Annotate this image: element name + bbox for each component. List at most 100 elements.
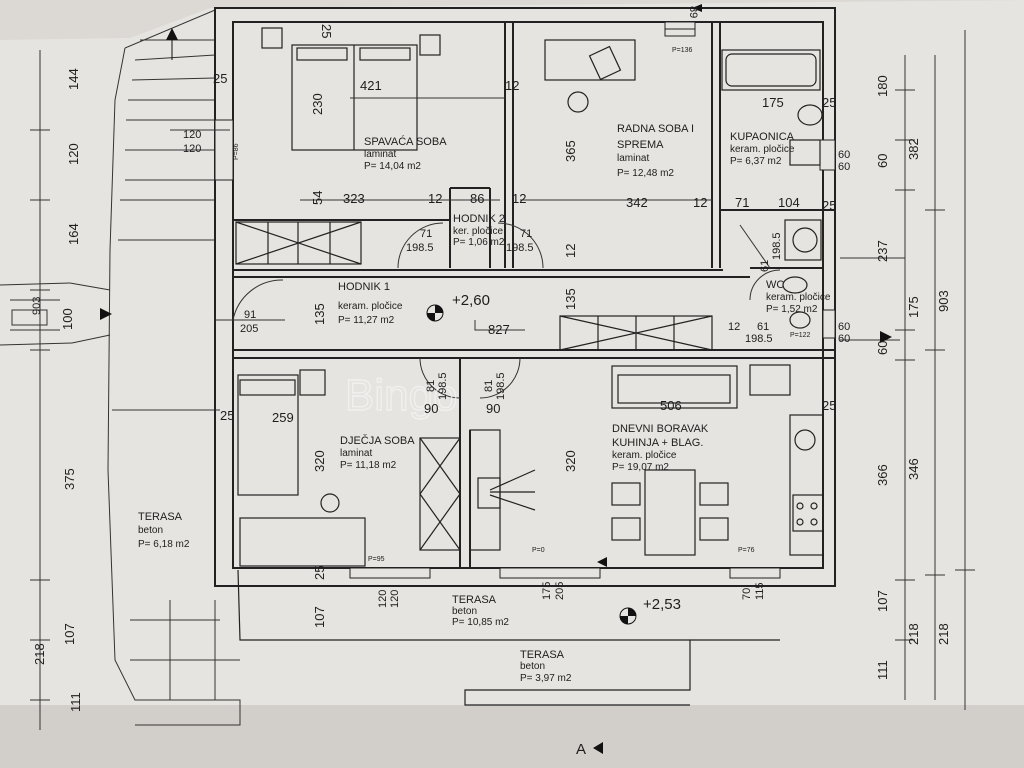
- dim-text: 120: [183, 143, 201, 155]
- dim-text: 90: [486, 401, 500, 416]
- dim-text: 86: [470, 191, 484, 206]
- dim-text: 218: [906, 623, 921, 645]
- dimension-lines: [30, 30, 975, 730]
- dim-text: 903: [31, 297, 43, 315]
- dim-text: 91: [244, 309, 256, 321]
- dim-text: 144: [66, 68, 81, 90]
- dim-text: 60: [838, 161, 850, 173]
- watermark-text: Bingo: [345, 371, 458, 420]
- dim-text: 346: [906, 458, 921, 480]
- dim-text: 60: [838, 321, 850, 333]
- dim-text: 164: [66, 223, 81, 245]
- room-name2-radna: SPREMA: [617, 139, 664, 151]
- dim-text: 323: [343, 191, 365, 206]
- room-name-hodnik1: HODNIK 1: [338, 281, 390, 293]
- level-lower: +2,53: [643, 596, 681, 613]
- section-arrow-top-icon: [692, 4, 702, 12]
- section-arrow-mid-icon: [597, 557, 607, 567]
- dim-text: 180: [875, 75, 890, 97]
- room-floor-terasa-left: beton: [138, 525, 163, 536]
- dim-text: 198.5: [437, 372, 449, 400]
- room-name-djecja: DJEČJA SOBA: [340, 434, 415, 447]
- dim-text: P=122: [790, 332, 811, 339]
- dim-text: 198.5: [745, 333, 773, 345]
- dim-text: 120: [377, 590, 389, 608]
- dim-text: 218: [32, 643, 47, 665]
- dim-text: 205: [240, 323, 258, 335]
- room-name2-dnevni: KUHINJA + BLAG.: [612, 437, 703, 449]
- room-area-wc: P= 1,52 m2: [766, 304, 818, 315]
- dim-text: 175: [762, 95, 784, 110]
- dim-text: 60: [875, 154, 890, 168]
- dim-text: 382: [906, 138, 921, 160]
- dim-text: 104: [778, 195, 800, 210]
- dim-text: 107: [62, 623, 77, 645]
- room-name-terasa-mid: TERASA: [452, 594, 497, 606]
- level-marker-lower-icon: [619, 607, 637, 625]
- dim-text: P=136: [672, 47, 693, 54]
- dim-text: 111: [875, 660, 890, 680]
- dim-text: 320: [563, 450, 578, 472]
- dim-text: 70: [741, 588, 753, 600]
- dim-text: 135: [312, 303, 327, 325]
- dim-text: 111: [68, 692, 83, 712]
- dim-text: 60: [838, 149, 850, 161]
- dim-text: 506: [660, 398, 682, 413]
- dim-text: 198.5: [771, 232, 783, 260]
- dim-text: P=86: [233, 143, 240, 160]
- room-floor-djecja: laminat: [340, 448, 372, 459]
- dim-text: 81: [483, 380, 495, 392]
- stair-arrow-icon: [166, 28, 178, 40]
- left-dimension-chain: 144 120 164 100 375 107 218 111 903: [31, 68, 83, 712]
- dim-text: 375: [62, 468, 77, 490]
- room-area-terasa-left: P= 6,18 m2: [138, 539, 190, 550]
- dim-text: 230: [310, 93, 325, 115]
- room-floor-kupaonica: keram. pločice: [730, 144, 795, 155]
- room-floor-wc: keram. pločice: [766, 292, 831, 303]
- room-area-terasa-mid: P= 10,85 m2: [452, 617, 509, 628]
- section-arrow-icon: [593, 742, 603, 754]
- dim-text: 342: [626, 195, 648, 210]
- room-floor-hodnik1: keram. pločice: [338, 301, 403, 312]
- room-area-hodnik1: P= 11,27 m2: [338, 315, 395, 326]
- dim-text: 237: [875, 240, 890, 262]
- windows: [214, 21, 836, 579]
- dim-text: 903: [936, 290, 951, 312]
- dim-text: 198.5: [506, 242, 534, 254]
- dim-text: 71: [735, 195, 749, 210]
- dim-text: 365: [563, 140, 578, 162]
- dim-text: 120: [66, 143, 81, 165]
- furniture: [235, 27, 824, 706]
- room-name-wc: WC: [766, 279, 784, 291]
- dim-text: 71: [520, 228, 532, 240]
- right-dimension-chains: 180 60 237 60 366 107 111 382 175 346 21…: [875, 75, 951, 680]
- dim-text: 25: [319, 24, 334, 38]
- level-upper: +2,60: [452, 292, 490, 309]
- dim-text: 107: [312, 606, 327, 628]
- dim-text: 90: [424, 401, 438, 416]
- dim-text: 175: [906, 296, 921, 318]
- dim-text: 827: [488, 322, 510, 337]
- doors: [232, 222, 781, 399]
- dim-text: 107: [875, 590, 890, 612]
- room-area-terasa-bottom: P= 3,97 m2: [520, 673, 572, 684]
- dim-text: 25: [822, 198, 836, 213]
- room-floor-hodnik2: ker. pločice: [453, 226, 503, 237]
- room-floor-terasa-mid: beton: [452, 606, 477, 617]
- dim-text: P=76: [738, 547, 755, 554]
- dim-text: 135: [563, 288, 578, 310]
- dim-text: 89: [687, 6, 699, 18]
- dim-text: 61: [759, 260, 771, 272]
- dim-text: 320: [312, 450, 327, 472]
- dim-text: 12: [505, 78, 519, 93]
- room-area-radna: P= 12,48 m2: [617, 168, 674, 179]
- stair-arrow-right-icon: [100, 308, 112, 320]
- dim-text: 115: [754, 582, 766, 600]
- interior-dimensions: 421 230 323 12 86 12 342 12 71 104 175 3…: [183, 6, 850, 628]
- room-area-kupaonica: P= 6,37 m2: [730, 156, 782, 167]
- dim-text: 205: [554, 582, 566, 600]
- dim-text: 198.5: [495, 372, 507, 400]
- room-floor-radna: laminat: [617, 153, 649, 164]
- level-marker-icon: [426, 304, 444, 322]
